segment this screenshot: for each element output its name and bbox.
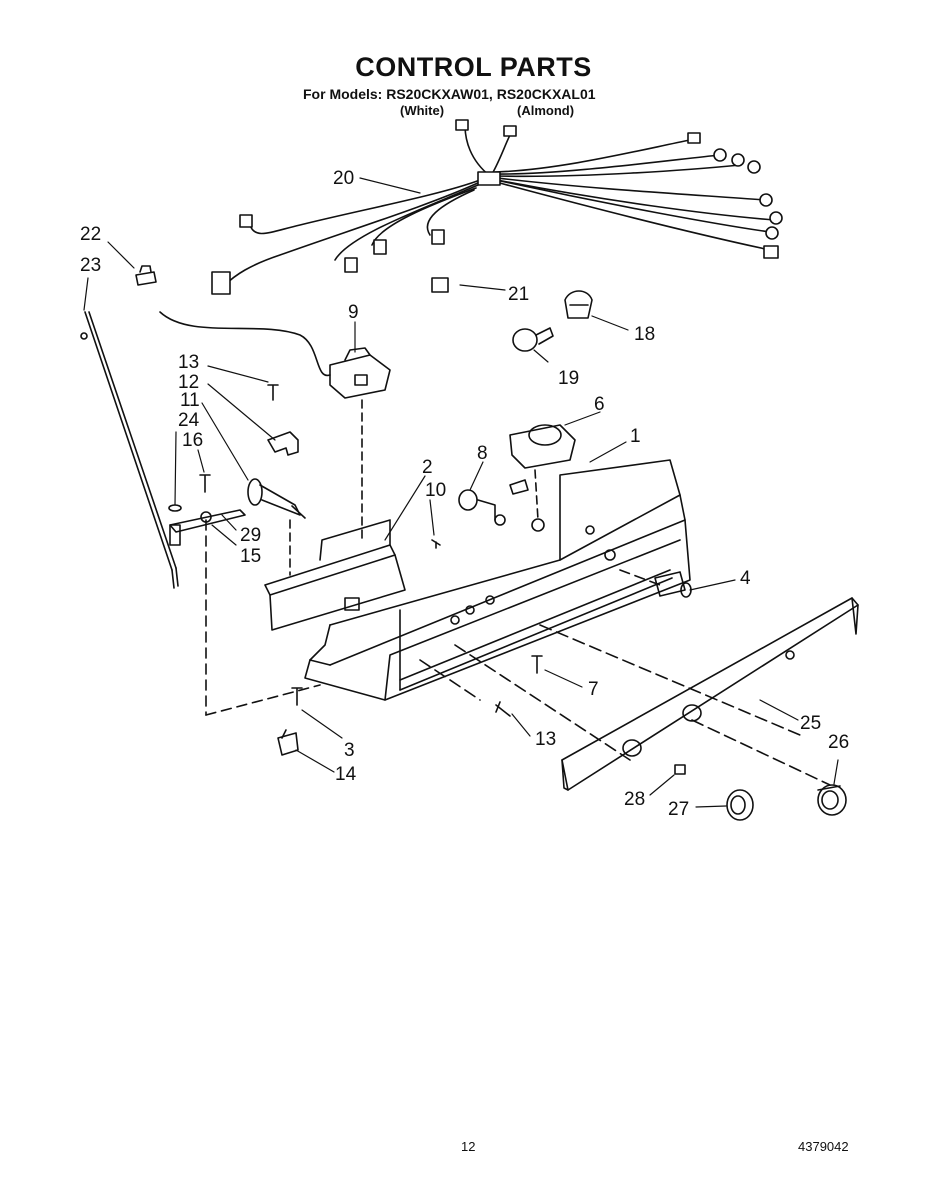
defrost-timer-part-6 (509, 424, 576, 521)
screw-part-13-bottom (495, 701, 511, 717)
clip-part-28 (674, 764, 686, 775)
callout-label: 27 (668, 799, 689, 820)
part-21 (431, 277, 449, 293)
light-bulb-part-19 (512, 327, 554, 352)
callout-label: 7 (588, 679, 599, 700)
screw-part-3 (291, 687, 303, 706)
callout-label: 12 (178, 372, 199, 393)
page-title: CONTROL PARTS (355, 52, 592, 82)
callout-label: 1 (630, 426, 641, 447)
callout-label: 4 (740, 568, 751, 589)
callout-label: 14 (335, 764, 357, 785)
callout-label: 10 (425, 480, 446, 501)
control-housing-part-1 (304, 459, 801, 761)
console-panel-part-25 (561, 597, 859, 791)
callout-label: 6 (594, 394, 605, 415)
model-list: For Models: RS20CKXAW01, RS20CKXAL01 (303, 86, 596, 102)
clip-part-22 (135, 265, 157, 286)
screw-part-10 (431, 539, 441, 549)
callout-label: 13 (178, 352, 199, 373)
page-number: 12 (461, 1139, 476, 1154)
knob-part-27 (726, 789, 754, 821)
callout-label: 21 (508, 284, 529, 305)
light-switch-part-8 (458, 489, 496, 521)
switch-part-4 (654, 571, 692, 598)
callout-label: 9 (348, 302, 359, 323)
callout-label: 25 (800, 713, 821, 734)
screw-part-13-top (267, 384, 279, 401)
callout-label: 15 (240, 546, 261, 567)
variant-white: (White) (400, 103, 445, 118)
lamp-socket-part-18 (564, 290, 593, 319)
leader-lines (83, 177, 839, 808)
lever-part-15 (169, 509, 321, 716)
screw-part-7 (531, 655, 543, 674)
callout-label: 16 (182, 430, 203, 451)
callout-label: 2 (422, 457, 433, 478)
mounting-bracket-part-2 (264, 519, 406, 631)
screw-part-16 (199, 474, 211, 493)
document-number: 4379042 (798, 1139, 849, 1154)
callout-label: 26 (828, 732, 849, 753)
callout-label: 20 (333, 168, 354, 189)
control-shaft-part-11 (247, 478, 306, 576)
capillary-tube (159, 311, 331, 377)
washer-part-24 (168, 504, 182, 512)
callout-label: 24 (178, 410, 200, 431)
thermostat-part-9 (329, 347, 391, 541)
callout-label: 23 (80, 255, 101, 276)
callout-label: 11 (180, 390, 200, 411)
callout-label: 28 (624, 789, 645, 810)
control-rod-part-23 (80, 311, 179, 589)
callout-label: 22 (80, 224, 101, 245)
callout-label: 19 (558, 368, 579, 389)
bracket-part-12 (267, 431, 299, 456)
callout-label: 18 (634, 324, 655, 345)
callout-label: 13 (535, 729, 556, 750)
callout-label: 3 (344, 740, 355, 761)
variant-almond: (Almond) (517, 103, 575, 118)
wire-harness (211, 119, 783, 295)
clip-part-14 (277, 729, 299, 756)
knob-part-26 (817, 784, 847, 816)
callout-label: 8 (477, 443, 488, 464)
callout-label: 29 (240, 525, 261, 546)
